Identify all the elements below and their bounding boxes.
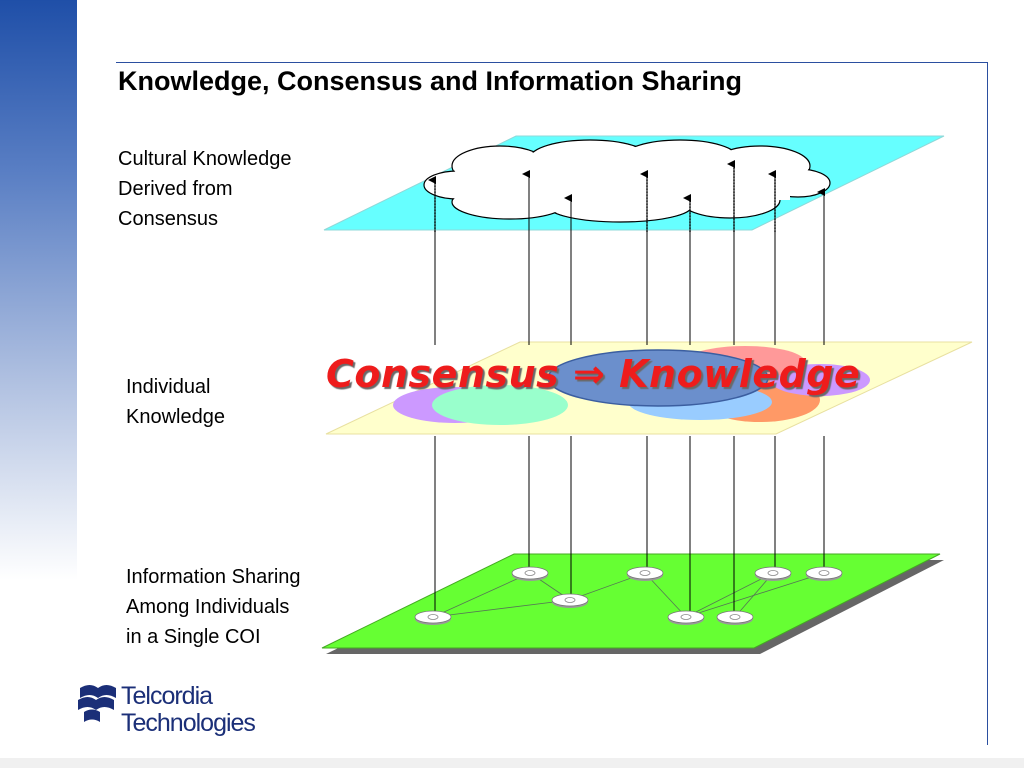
cultural-label-line: Consensus [118, 208, 219, 230]
network-node [754, 566, 792, 581]
slide-title: Knowledge, Consensus and Information Sha… [118, 66, 743, 96]
knowledge-ellipse [432, 385, 568, 425]
knowledge-ellipses [393, 346, 870, 425]
network-node [626, 566, 664, 581]
cultural-label-line: Cultural Knowledge [118, 148, 292, 170]
left-gradient-bar [0, 0, 77, 580]
logo-line-2: Technologies [121, 709, 256, 737]
logo-text: Telcordia Technologies [121, 682, 256, 737]
cloud-shape [423, 139, 831, 223]
individual-label-line: Knowledge [126, 406, 225, 428]
network-node [716, 610, 754, 625]
network-node [511, 566, 549, 581]
cultural-knowledge-label: Cultural Knowledge Derived from Consensu… [118, 144, 291, 234]
information-sharing-label: Information Sharing Among Individuals in… [126, 562, 301, 652]
knowledge-ellipse [770, 364, 870, 396]
sharing-label-line: Among Individuals [126, 596, 290, 618]
network-node [667, 610, 705, 625]
cultural-label-line: Derived from [118, 178, 233, 200]
right-rule [987, 62, 988, 745]
vertical-links [428, 160, 825, 615]
logo-line-1: Telcordia [121, 682, 213, 710]
telcordia-logo-icon [78, 685, 116, 722]
network-nodes [414, 566, 843, 625]
sharing-label-line: in a Single COI [126, 626, 261, 648]
network-node [551, 593, 589, 608]
network-node [805, 566, 843, 581]
bottom-band [0, 758, 1024, 768]
title-rule [116, 62, 988, 63]
sharing-label-line: Information Sharing [126, 566, 301, 588]
telcordia-logo: Telcordia Technologies [76, 680, 276, 744]
consensus-knowledge-banner: Consensus ⇒ Knowledge [326, 352, 861, 396]
network-node [414, 610, 452, 625]
information-sharing-plane [321, 553, 941, 649]
consensus-ellipse [547, 349, 769, 407]
individual-label-line: Individual [126, 376, 211, 398]
individual-knowledge-label: Individual Knowledge [126, 372, 225, 432]
